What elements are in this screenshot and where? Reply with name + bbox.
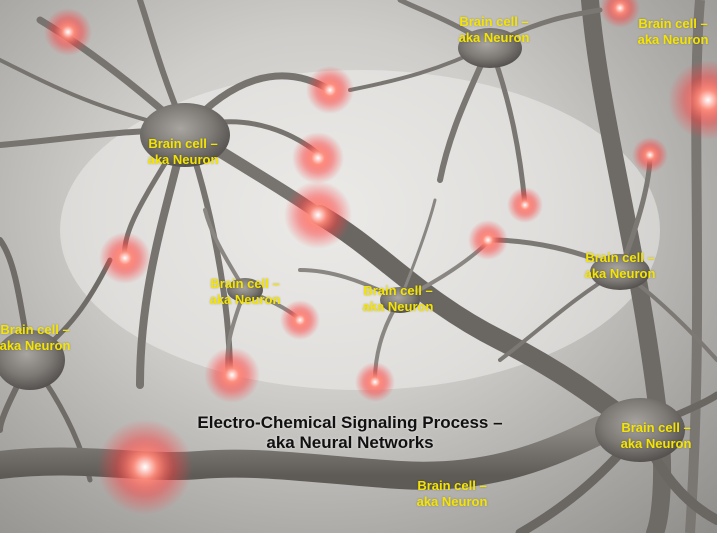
- neuron-label-4: Brain cell – aka Neuron: [584, 250, 656, 281]
- neuron-label-6: Brain cell – aka Neuron: [362, 283, 434, 314]
- neuron-label-2: Brain cell – aka Neuron: [458, 14, 530, 45]
- synapse-glows: [44, 0, 717, 515]
- neuron-label-3: Brain cell – aka Neuron: [637, 16, 709, 47]
- neuron-label-7: Brain cell – aka Neuron: [0, 322, 71, 353]
- neuron-label-1: Brain cell – aka Neuron: [147, 136, 219, 167]
- network-caption: Electro-Chemical Signaling Process – aka…: [197, 413, 503, 453]
- neuron-label-8: Brain cell – aka Neuron: [620, 420, 692, 451]
- neuron-label-5: Brain cell – aka Neuron: [209, 276, 281, 307]
- neuron-label-9: Brain cell – aka Neuron: [416, 478, 488, 509]
